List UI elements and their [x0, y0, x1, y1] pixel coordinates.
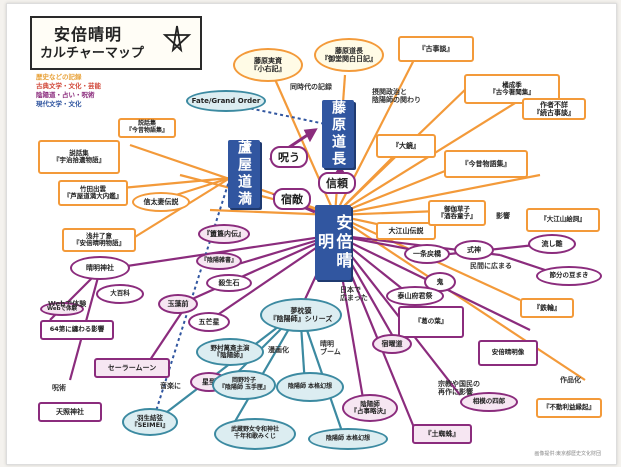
label-eikyo: 影響 — [496, 212, 510, 220]
node-shinoda[interactable]: 信太妻伝説 — [132, 192, 190, 212]
title-main: 安倍晴明 — [54, 25, 123, 44]
node-bunka[interactable]: 安倍晴明像 — [478, 340, 538, 366]
node-jinja2[interactable]: 武蔵野女令和神社 千年和歌みくじ — [214, 418, 296, 450]
node-okano[interactable]: 岡野玲子 『陰陽師 玉手匣』 — [212, 370, 276, 400]
node-fgo[interactable]: Fate/Grand Order — [186, 90, 266, 112]
relation-enemy: 宿敵 — [273, 188, 311, 210]
node-ashiya-doman[interactable]: 蘆屋道満 — [228, 140, 260, 208]
legend: 歴史などの記録 古典文学・文化・芸能 陰陽道・占い・呪術 現代文学・文化 — [36, 73, 101, 109]
pentagram-icon — [162, 25, 192, 53]
label-tenkai: 漫画化 — [268, 346, 289, 354]
node-hanyu[interactable]: 羽生結弦 『SEIMEI』 — [122, 408, 178, 436]
label-ongaku: 音楽に — [160, 382, 181, 390]
node-shoyuki[interactable]: 藤原実資 『小右記』 — [233, 48, 303, 82]
node-konjaku[interactable]: 説話集 『今昔物語集』 — [118, 118, 176, 138]
node-soga[interactable]: 大江山伝説 — [376, 222, 436, 240]
label-katsuyaku: 作品化 — [560, 376, 581, 384]
node-zatsu[interactable]: 『陰陽雑書』 — [196, 252, 242, 270]
node-sailor[interactable]: セーラームーン — [94, 358, 170, 378]
node-zoku[interactable]: 作者不詳 『続古事談』 — [522, 98, 586, 120]
node-juzu[interactable]: 御伽草子 『酒呑童子』 — [428, 200, 486, 226]
relation-trust: 信頼 — [318, 172, 356, 194]
node-noh[interactable]: 『土蜘蛛』 — [412, 424, 472, 444]
label-seimei-boom: 晴明 ブーム — [320, 340, 341, 356]
node-kanji[interactable]: 『簠簋内伝』 — [198, 224, 250, 244]
node-kakure[interactable]: 『鉄輪』 — [520, 298, 574, 318]
node-ichijo[interactable]: 一条戻橋 — [404, 244, 450, 264]
node-ujishui[interactable]: 説話集 『宇治拾遺物語』 — [38, 140, 120, 174]
node-takiguchi[interactable]: 宿曜道 — [372, 334, 412, 354]
node-ichi[interactable]: 64第に纏わる影響 — [40, 320, 114, 340]
label-kiken: 呪術 — [52, 384, 66, 392]
relation-curse: 呪う — [270, 146, 308, 168]
node-tenkyo[interactable]: 天照神社 — [38, 402, 102, 422]
node-konjaku2[interactable]: 『今昔物語集』 — [444, 150, 528, 178]
title-sub: カルチャーマップ — [40, 46, 144, 61]
title-card: 安倍晴明 カルチャーマップ — [30, 16, 202, 70]
node-abe-monogatari[interactable]: 浅井了意 『安倍晴明物語』 — [62, 228, 136, 252]
node-okagami[interactable]: 『大鏡』 — [376, 134, 436, 158]
node-uji[interactable]: 『古事談』 — [398, 36, 474, 62]
node-seimei-boom[interactable]: 陰陽師 本格幻想 — [308, 428, 388, 450]
node-shinnou[interactable]: 『大江山絵詞』 — [526, 208, 600, 232]
image-credit: 画像提供:東京都歴史文化財団 — [534, 451, 601, 457]
node-yumemakura[interactable]: 夢枕獏 『陰陽師』シリーズ — [260, 298, 342, 332]
label-web: Webで体験 — [48, 300, 87, 308]
node-futsu[interactable]: 陰陽師 本格幻想 — [276, 372, 344, 402]
node-eiga[interactable]: 野村萬斎主演 『陰陽師』 — [196, 338, 264, 366]
legend-item: 陰陽道・占い・呪術 — [36, 91, 95, 99]
node-web: Webで体験 — [40, 302, 84, 316]
node-midokanpaku[interactable]: 藤原道長 『御堂関白日記』 — [314, 38, 384, 72]
legend-item: 歴史などの記録 — [36, 73, 82, 81]
legend-item: 現代文学・文化 — [36, 100, 82, 108]
node-kokon[interactable]: 橘成季 『古今著聞集』 — [464, 74, 560, 104]
node-ketsu[interactable]: 泰山府君祭 — [386, 286, 444, 306]
node-fujiwara-michinaga[interactable]: 藤原道長 — [322, 100, 354, 168]
node-dojo[interactable]: 陰陽師 『占事略決』 — [342, 394, 398, 422]
legend-item: 古典文学・文化・芸能 — [36, 82, 101, 90]
node-kage[interactable]: 流し雛 — [528, 234, 576, 254]
node-usa[interactable]: 大百科 — [96, 284, 144, 304]
node-abe-seimei[interactable]: 安倍晴明 — [315, 205, 352, 280]
label-kaku: 日本で 広まった — [340, 286, 368, 302]
node-ssho[interactable]: 殺生石 — [206, 274, 252, 292]
node-hikiyu[interactable]: 節分の豆まき — [536, 266, 602, 286]
node-dokkoi[interactable]: 五芒星 — [188, 312, 230, 332]
relation-contemporary: 同時代の記録 — [290, 83, 332, 91]
node-gofuku[interactable]: 『葛の葉』 — [398, 306, 464, 338]
node-ashiya-den[interactable]: 竹田出雲 『芦屋道満大内鑑』 — [58, 180, 128, 206]
node-seimei-jinja[interactable]: 晴明神社 — [70, 256, 130, 280]
node-hoki[interactable]: 相模の四郎 — [460, 392, 518, 412]
relation-rivalry: 摂関政治と 陰陽師の関わり — [372, 88, 421, 104]
node-tamamo[interactable]: 玉藻前 — [158, 294, 198, 314]
node-shinki[interactable]: 式神 — [454, 240, 494, 260]
label-dohyo: 宗教や国民の 再作に影響 — [438, 380, 480, 396]
label-hiromaru: 民間に広まる — [470, 262, 512, 270]
node-kokushi[interactable]: 『不動利益縁起』 — [536, 398, 602, 418]
